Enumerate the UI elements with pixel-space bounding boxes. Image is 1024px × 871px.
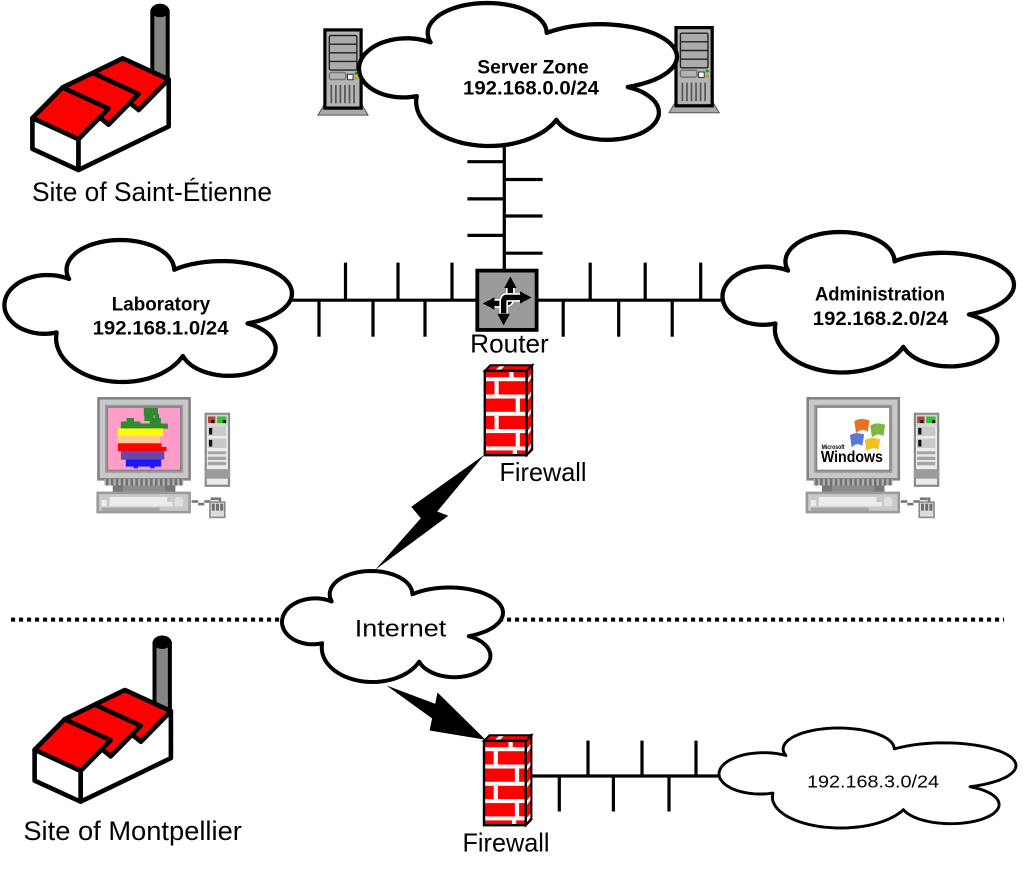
svg-text:192.168.0.0/24: 192.168.0.0/24 [463, 79, 599, 100]
svg-text:192.168.3.0/24: 192.168.3.0/24 [807, 772, 939, 792]
svg-text:Router: Router [470, 328, 549, 358]
svg-text:Firewall: Firewall [463, 827, 550, 857]
svg-text:192.168.2.0/24: 192.168.2.0/24 [813, 309, 949, 330]
svg-text:Laboratory: Laboratory [112, 294, 211, 315]
svg-text:Administration: Administration [815, 285, 945, 306]
svg-text:Windows: Windows [821, 449, 883, 466]
svg-text:Server Zone: Server Zone [477, 57, 588, 78]
svg-text:192.168.1.0/24: 192.168.1.0/24 [93, 318, 229, 339]
svg-text:Internet: Internet [355, 616, 447, 643]
svg-text:Site of Saint-Étienne: Site of Saint-Étienne [32, 177, 272, 207]
svg-text:Site of Montpellier: Site of Montpellier [23, 816, 242, 846]
svg-text:Firewall: Firewall [500, 457, 587, 487]
svg-text:Microsoft: Microsoft [822, 445, 845, 451]
